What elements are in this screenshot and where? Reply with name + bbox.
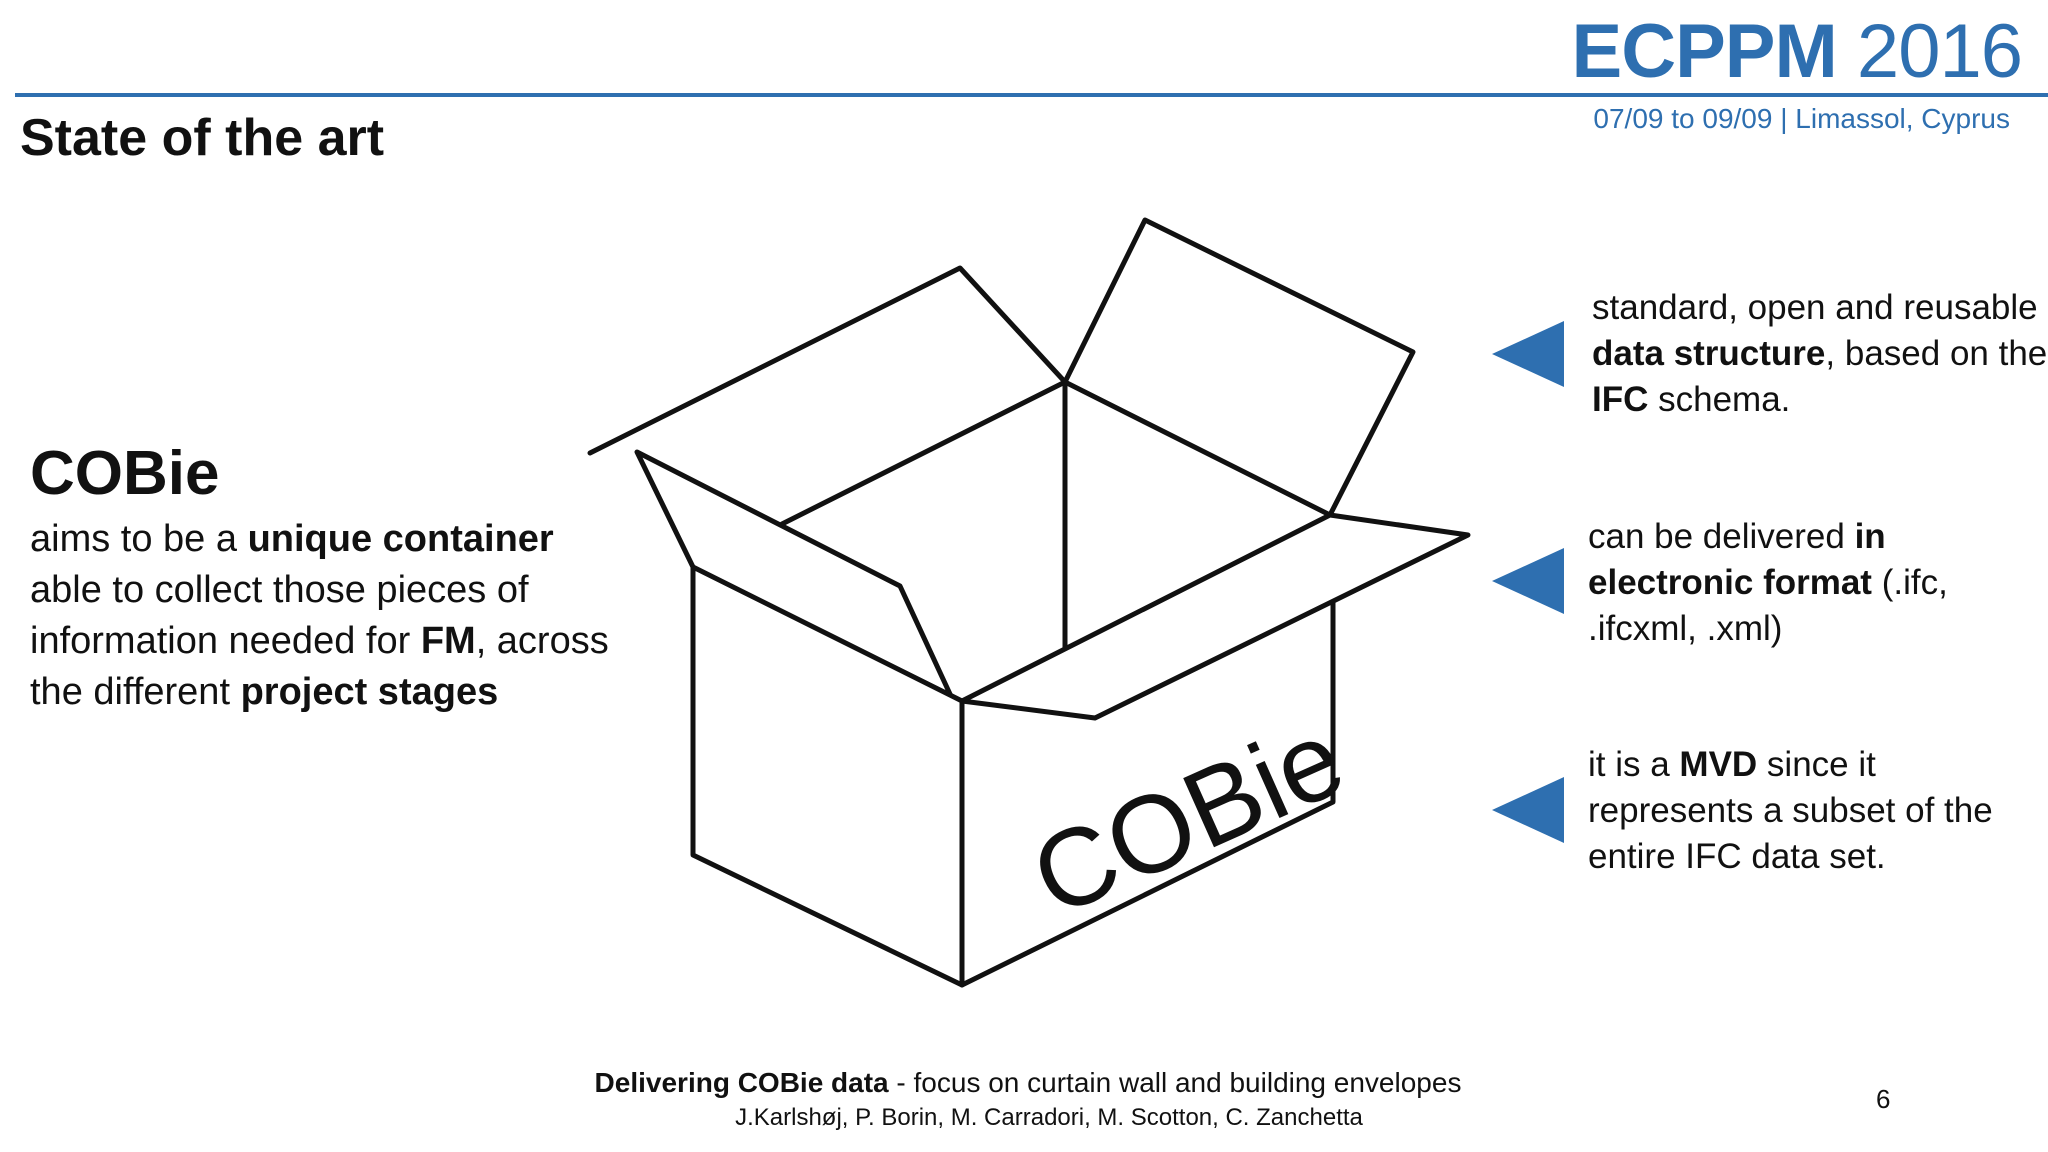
- footer-title: Delivering COBie data - focus on curtain…: [0, 1067, 2048, 1099]
- conference-subtitle: 07/09 to 09/09 | Limassol, Cyprus: [1593, 103, 2010, 134]
- bullet-text: , based on the: [1825, 334, 2048, 373]
- bullet-bold: IFC: [1592, 380, 1649, 419]
- bullet-bold: MVD: [1679, 745, 1758, 784]
- bullet-text: it is a: [1588, 745, 1680, 784]
- desc-text: , across the different: [30, 620, 609, 713]
- bullet-text: (.ifc, .ifcxml, .xml): [1588, 563, 1948, 648]
- header-divider: [15, 93, 2048, 97]
- bullet-electronic-format: can be delivered in electronic format (.…: [1588, 514, 1968, 652]
- bullet-text: standard, open and reusable: [1592, 288, 2038, 327]
- bullet-bold: in electronic format: [1588, 517, 1886, 602]
- left-pointing-triangle-icon: [1492, 321, 1564, 387]
- footer-title-bold: Delivering COBie data: [594, 1067, 889, 1098]
- bullet-text: can be delivered: [1588, 517, 1855, 556]
- conference-logo: ECPPM 2016: [1572, 14, 2023, 90]
- left-pointing-triangle-icon: [1492, 777, 1564, 843]
- footer-title-rest: - focus on curtain wall and building env…: [888, 1067, 1462, 1098]
- bullet-text: since it represents a subset of the enti…: [1588, 745, 1993, 876]
- bullet-text: schema.: [1648, 380, 1791, 419]
- bullet-bold: data structure: [1592, 334, 1826, 373]
- desc-bold: FM: [420, 620, 476, 662]
- bullet-mvd: it is a MVD since it represents a subset…: [1588, 742, 2028, 880]
- desc-bold: project stages: [240, 671, 499, 713]
- cobie-description: aims to be a unique container able to co…: [30, 514, 630, 718]
- cobie-heading: COBie: [30, 439, 220, 508]
- footer-authors: J.Karlshøj, P. Borin, M. Carradori, M. S…: [735, 1104, 1363, 1131]
- desc-text: aims to be a: [30, 518, 248, 560]
- page-number: 6: [1876, 1084, 1891, 1114]
- brand-name: ECPPM: [1571, 9, 1838, 94]
- bullet-data-structure: standard, open and reusable data structu…: [1592, 285, 2048, 423]
- brand-year: 2016: [1856, 9, 2023, 94]
- desc-bold: unique container: [247, 518, 554, 560]
- desc-text: able to collect those pieces of informat…: [30, 569, 529, 662]
- left-pointing-triangle-icon: [1492, 548, 1564, 614]
- slide-title: State of the art: [20, 109, 385, 167]
